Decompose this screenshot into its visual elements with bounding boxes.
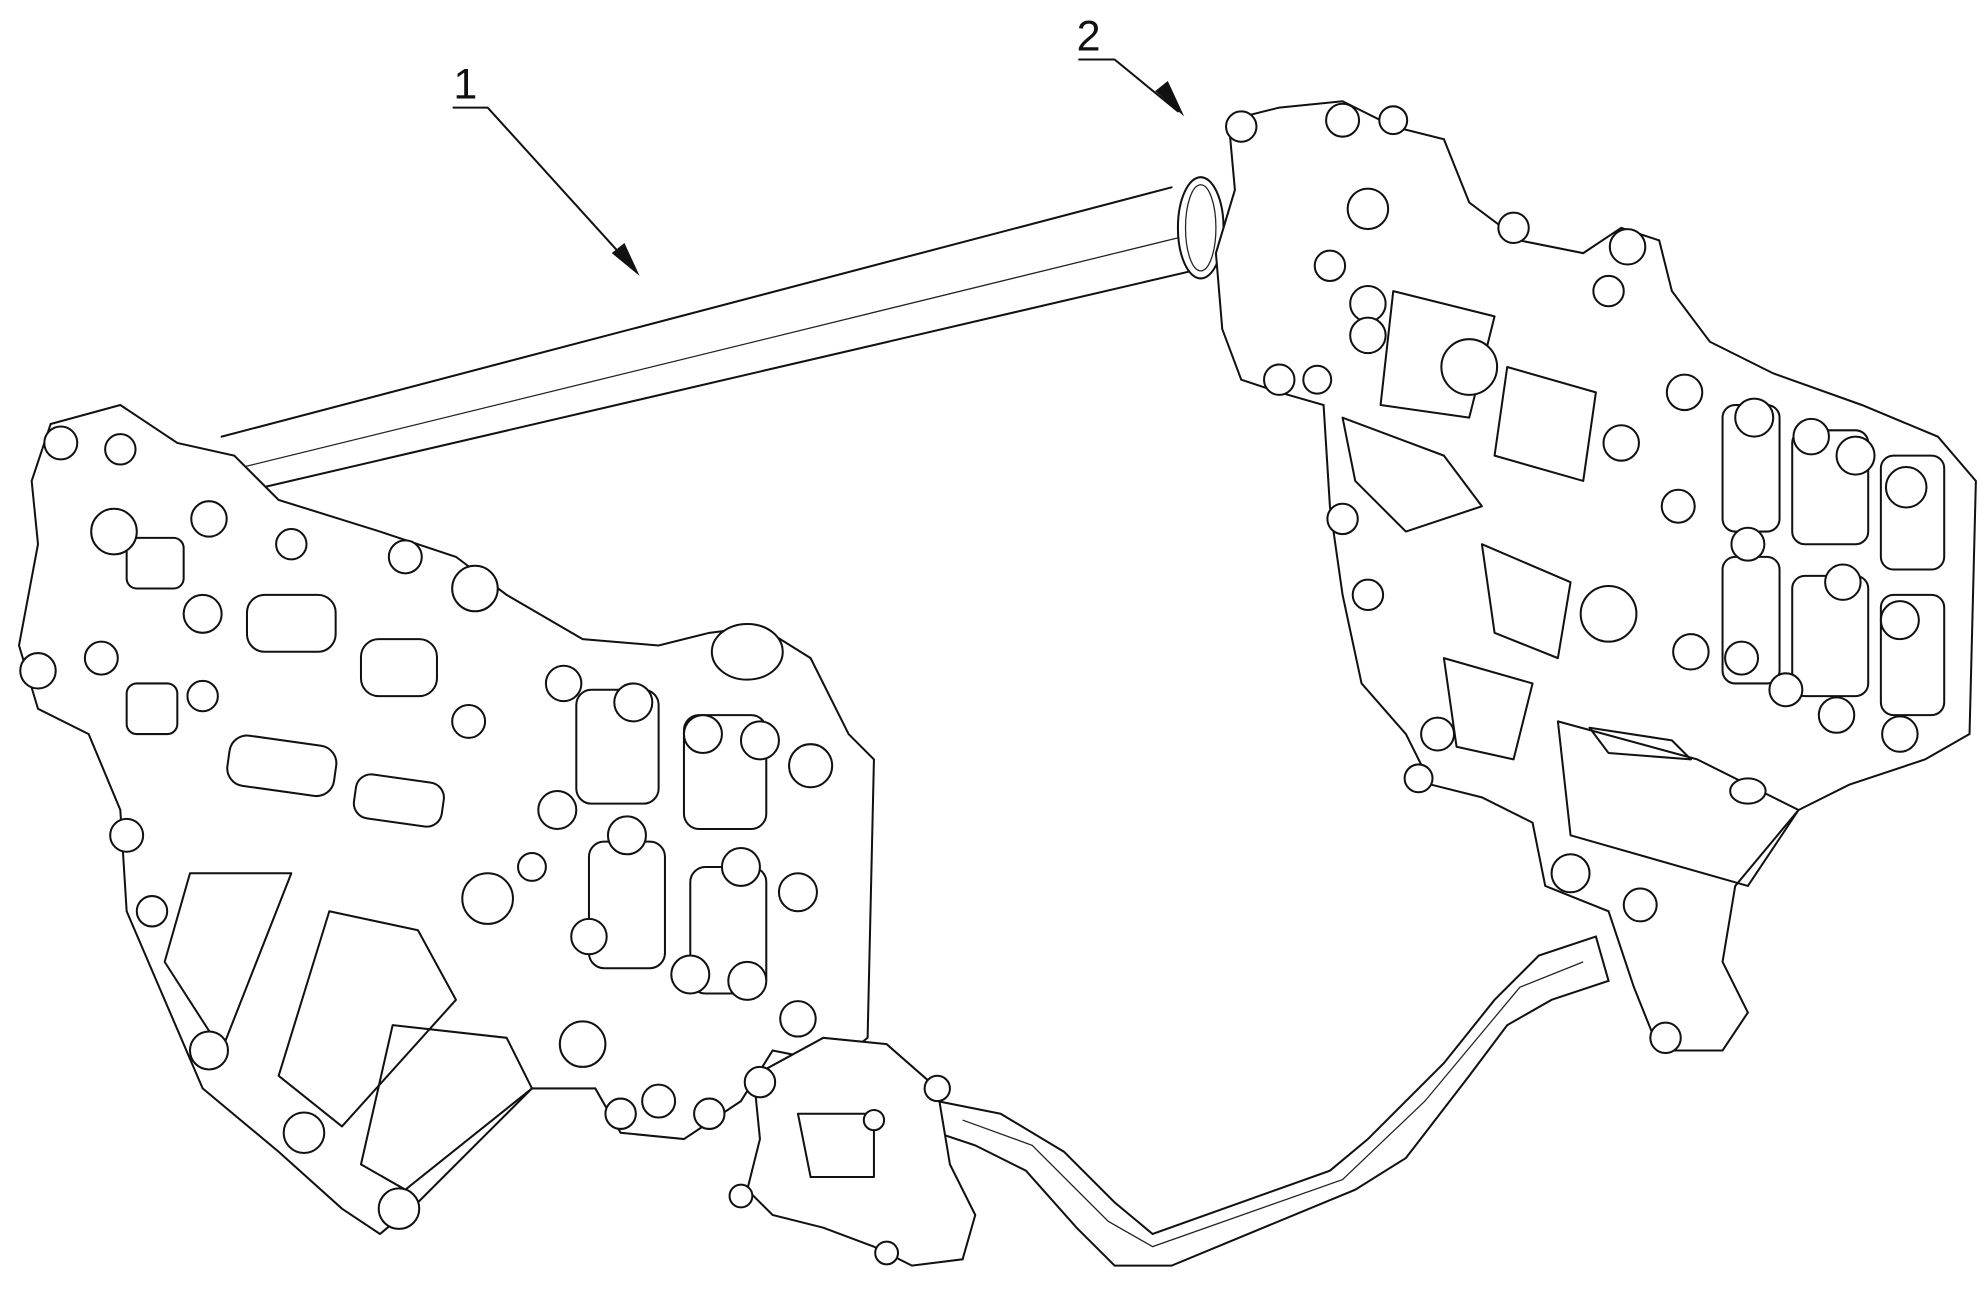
stabilizer-bar xyxy=(937,937,1608,1266)
crossbar-rod xyxy=(222,177,1224,491)
right-bracket xyxy=(1216,101,1976,1053)
callout-label-2: 2 xyxy=(1077,13,1101,61)
arrowhead-icon xyxy=(1155,81,1184,116)
left-bracket xyxy=(19,405,874,1234)
lower-left-mount xyxy=(730,1038,976,1266)
callout-label-1: 1 xyxy=(453,61,477,109)
callout-2: 2 xyxy=(1077,13,1185,117)
callout-1: 1 xyxy=(453,61,639,276)
